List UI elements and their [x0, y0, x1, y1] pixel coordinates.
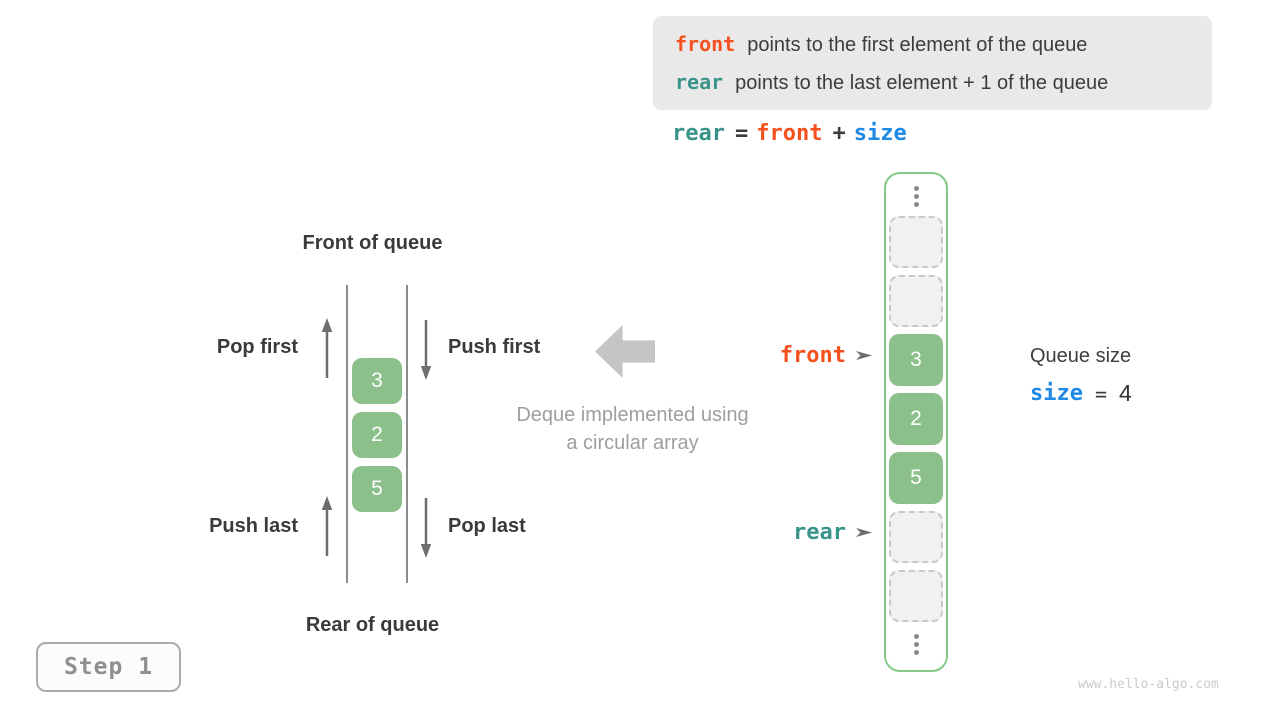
step-badge: Step 1 — [36, 642, 181, 692]
front-keyword: front — [675, 32, 736, 56]
rear-of-queue-label: Rear of queue — [305, 614, 440, 636]
size-equals: = — [1094, 381, 1108, 406]
watermark: www.hello-algo.com — [1078, 677, 1219, 692]
push-last-label: Push last — [209, 515, 298, 537]
array-cell-filled: 5 — [889, 452, 943, 504]
rear-description: points to the last element + 1 of the qu… — [735, 72, 1109, 94]
legend-box: front points to the first element of the … — [653, 16, 1212, 110]
rear-equation: rear = front + size — [672, 121, 909, 146]
pop-first-label: Pop first — [216, 336, 298, 358]
left-queue-cells: 3 2 5 — [352, 358, 402, 512]
queue-channel-left-line — [346, 285, 348, 583]
queue-cell: 2 — [352, 412, 402, 458]
equation-front: front — [756, 121, 823, 146]
equation-rear: rear — [672, 121, 725, 146]
push-first-label: Push first — [448, 336, 541, 358]
ellipsis-dots-bottom-icon — [913, 634, 919, 655]
array-cell-filled: 2 — [889, 393, 943, 445]
push-first-arrow-icon — [420, 320, 432, 380]
rear-pointer-label: rear — [793, 520, 846, 545]
array-cell-empty — [889, 511, 943, 563]
queue-channel-right-line — [406, 285, 408, 583]
pop-last-arrow-icon — [420, 498, 432, 558]
array-cell-empty — [889, 216, 943, 268]
queue-size-equation: size = 4 — [1030, 380, 1132, 407]
push-last-arrow-icon — [321, 496, 333, 556]
size-keyword: size — [1030, 381, 1083, 406]
equation-plus: + — [832, 121, 846, 146]
front-description: points to the first element of the queue — [747, 34, 1088, 56]
pop-first-arrow-icon — [321, 318, 333, 378]
front-pointer: front — [692, 343, 872, 368]
caption-line-2: a circular array — [566, 432, 699, 454]
queue-cell: 5 — [352, 466, 402, 512]
diagram-caption: Deque implemented using a circular array — [460, 401, 805, 457]
array-cell-empty — [889, 570, 943, 622]
queue-cell: 3 — [352, 358, 402, 404]
legend-line-front: front points to the first element of the … — [675, 26, 1212, 64]
rear-keyword: rear — [675, 70, 724, 94]
front-pointer-label: front — [779, 343, 846, 368]
front-of-queue-label: Front of queue — [302, 232, 443, 254]
equation-equals: = — [734, 121, 749, 146]
queue-size-title: Queue size — [1030, 345, 1132, 367]
ellipsis-dots-top-icon — [913, 186, 919, 207]
array-cells: 3 2 5 — [889, 216, 943, 622]
legend-line-rear: rear points to the last element + 1 of th… — [675, 64, 1212, 102]
rear-pointer: rear — [692, 520, 872, 545]
caption-line-1: Deque implemented using — [516, 404, 749, 426]
circular-array-container: 3 2 5 — [884, 172, 948, 672]
rear-pointer-arrow-icon — [856, 527, 872, 538]
left-block-arrow-icon — [595, 325, 655, 378]
size-value: 4 — [1119, 380, 1132, 406]
array-cell-empty — [889, 275, 943, 327]
front-pointer-arrow-icon — [856, 350, 872, 361]
equation-size: size — [853, 121, 907, 146]
pop-last-label: Pop last — [448, 515, 526, 537]
array-cell-filled: 3 — [889, 334, 943, 386]
